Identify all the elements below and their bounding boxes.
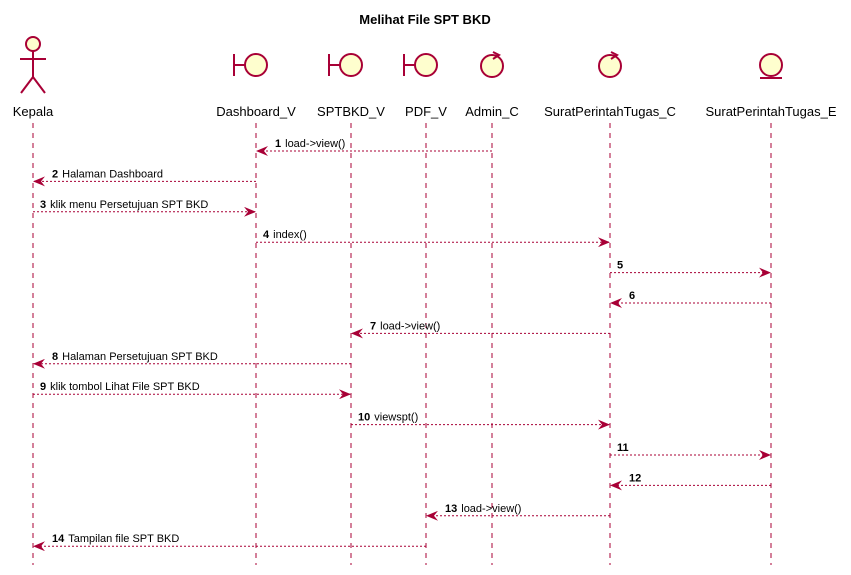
message-text: viewspt() xyxy=(374,412,418,424)
diagram-title: Melihat File SPT BKD xyxy=(359,12,490,27)
message-13: 13 load->view() xyxy=(426,503,610,521)
actor-icon xyxy=(20,36,46,94)
message-text: index() xyxy=(273,229,307,241)
participant-name-sptbkd_v: SPTBKD_V xyxy=(317,104,385,119)
control-icon xyxy=(480,51,504,78)
message-text: Halaman Dashboard xyxy=(62,168,163,180)
lifelines xyxy=(32,123,772,565)
message-number: 9 xyxy=(40,381,46,393)
message-number: 10 xyxy=(358,412,370,424)
message-label: 9 klik tombol Lihat File SPT BKD xyxy=(40,381,200,393)
message-number: 11 xyxy=(617,442,629,454)
participant-kepala: Kepala xyxy=(13,36,54,119)
message-number: 14 xyxy=(52,533,65,545)
message-number: 8 xyxy=(52,351,58,363)
participant-suratperintahtugas_e: SuratPerintahTugas_E xyxy=(705,53,837,119)
message-number: 6 xyxy=(629,290,635,302)
message-number: 2 xyxy=(52,168,58,180)
participant-name-kepala: Kepala xyxy=(13,104,54,119)
message-label: 10 viewspt() xyxy=(358,412,418,424)
message-text: load->view() xyxy=(285,138,345,150)
participant-name-dashboard_v: Dashboard_V xyxy=(216,104,296,119)
participant-suratperintahtugas_c: SuratPerintahTugas_C xyxy=(544,51,676,119)
message-7: 7 load->view() xyxy=(351,320,610,339)
message-text: load->view() xyxy=(461,503,521,515)
participant-name-suratperintahtugas_c: SuratPerintahTugas_C xyxy=(544,104,676,119)
message-number: 1 xyxy=(275,138,281,150)
message-label: 1 load->view() xyxy=(275,138,345,150)
message-label: 6 xyxy=(629,290,635,302)
control-icon xyxy=(598,51,622,78)
message-10: 10 viewspt() xyxy=(351,412,610,430)
message-text: load->view() xyxy=(380,320,440,332)
boundary-icon xyxy=(403,53,438,77)
message-11: 11 xyxy=(610,442,771,460)
participants: Kepala Dashboard_V SPTBKD_V PDF_V Admin_C Sur… xyxy=(13,36,837,119)
participant-dashboard_v: Dashboard_V xyxy=(216,53,296,119)
participant-name-suratperintahtugas_e: SuratPerintahTugas_E xyxy=(705,104,836,119)
message-number: 7 xyxy=(370,320,376,332)
message-text: klik tombol Lihat File SPT BKD xyxy=(50,381,200,393)
boundary-icon xyxy=(328,53,363,77)
message-text: klik menu Persetujuan SPT BKD xyxy=(50,199,208,211)
participant-sptbkd_v: SPTBKD_V xyxy=(317,53,385,119)
message-label: 11 xyxy=(617,442,629,454)
message-number: 12 xyxy=(629,472,641,484)
message-label: 13 load->view() xyxy=(445,503,521,515)
message-number: 4 xyxy=(263,229,270,241)
message-label: 5 xyxy=(617,260,623,272)
message-label: 3 klik menu Persetujuan SPT BKD xyxy=(40,199,208,211)
message-3: 3 klik menu Persetujuan SPT BKD xyxy=(33,199,256,217)
message-number: 5 xyxy=(617,260,623,272)
participant-pdf_v: PDF_V xyxy=(403,53,447,119)
message-number: 3 xyxy=(40,199,46,211)
message-label: 12 xyxy=(629,472,641,484)
message-number: 13 xyxy=(445,503,457,515)
message-label: 2 Halaman Dashboard xyxy=(52,168,163,180)
message-text: Halaman Persetujuan SPT BKD xyxy=(62,351,218,363)
boundary-icon xyxy=(233,53,268,77)
participant-name-pdf_v: PDF_V xyxy=(405,104,447,119)
messages: 1 load->view() 2 Halaman Dashboard 3 klik men… xyxy=(33,138,771,552)
message-2: 2 Halaman Dashboard xyxy=(33,168,256,187)
message-label: 7 load->view() xyxy=(370,320,440,332)
participant-admin_c: Admin_C xyxy=(465,51,519,119)
entity-icon xyxy=(759,53,783,79)
participant-name-admin_c: Admin_C xyxy=(465,104,518,119)
message-text: Tampilan file SPT BKD xyxy=(68,533,179,545)
message-label: 8 Halaman Persetujuan SPT BKD xyxy=(52,351,218,363)
message-5: 5 xyxy=(610,260,771,278)
message-12: 12 xyxy=(610,472,771,491)
message-8: 8 Halaman Persetujuan SPT BKD xyxy=(33,351,351,369)
message-9: 9 klik tombol Lihat File SPT BKD xyxy=(33,381,351,400)
message-6: 6 xyxy=(610,290,771,308)
message-1: 1 load->view() xyxy=(256,138,492,156)
